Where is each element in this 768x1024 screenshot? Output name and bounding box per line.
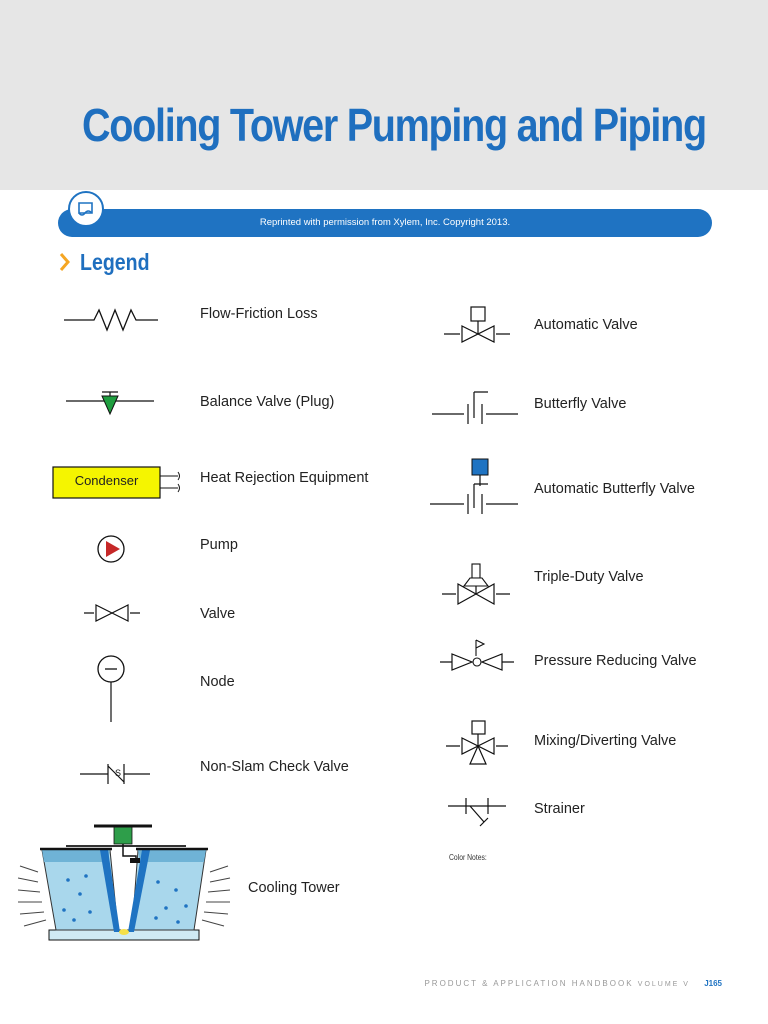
color-notes: Color Notes: [449, 853, 487, 862]
legend-label-check-valve: Non-Slam Check Valve [200, 759, 349, 775]
cooling-tower-icon [18, 820, 232, 944]
butterfly-valve-icon [432, 390, 520, 426]
legend-label-valve: Valve [200, 606, 236, 622]
legend-label-flow-friction-loss: Flow-Friction Loss [200, 306, 318, 322]
mixing-diverting-valve-icon [446, 720, 510, 768]
footer-handbook-title: PRODUCT & APPLICATION HANDBOOK [424, 979, 634, 988]
pressure-reducing-valve-icon [440, 636, 516, 674]
legend-label-mixing-diverting-valve: Mixing/Diverting Valve [534, 733, 677, 749]
condenser-icon: Condenser [52, 466, 184, 500]
legend-label-automatic-butterfly-valve: Automatic Butterfly Valve [534, 481, 695, 497]
copyright-banner: Reprinted with permission from Xylem, In… [58, 209, 712, 237]
page-header [0, 0, 768, 190]
legend-title: Legend [80, 249, 150, 275]
legend-label-triple-duty-valve: Triple-Duty Valve [534, 569, 644, 585]
legend-label-balance-valve: Balance Valve (Plug) [200, 394, 335, 410]
check-valve-letter: S [115, 768, 122, 778]
legend-label-strainer: Strainer [534, 801, 585, 817]
chevron-right-icon [59, 253, 70, 271]
automatic-butterfly-valve-icon [430, 456, 520, 516]
legend-label-node: Node [200, 674, 235, 690]
copyright-text: Reprinted with permission from Xylem, In… [259, 217, 511, 228]
strainer-icon [448, 796, 508, 830]
valve-icon [84, 603, 140, 623]
legend-label-butterfly-valve: Butterfly Valve [534, 396, 627, 412]
node-icon [96, 654, 128, 724]
automatic-valve-icon [444, 306, 512, 346]
legend-label-heat-rejection: Heat Rejection Equipment [200, 470, 369, 486]
handbook-badge-icon [68, 191, 104, 227]
footer-volume: VOLUME V [637, 981, 690, 988]
pump-icon [96, 534, 126, 564]
page-footer: PRODUCT & APPLICATION HANDBOOK VOLUME V … [424, 979, 722, 988]
flow-friction-loss-icon [64, 306, 160, 334]
triple-duty-valve-icon [442, 562, 512, 608]
legend-label-pump: Pump [200, 537, 238, 553]
page-title: Cooling Tower Pumping and Piping [82, 99, 707, 151]
balance-valve-icon [66, 390, 156, 416]
legend-label-cooling-tower: Cooling Tower [248, 880, 340, 896]
footer-page-number: J165 [704, 979, 722, 988]
condenser-label: Condenser [74, 473, 139, 488]
legend-label-automatic-valve: Automatic Valve [534, 317, 638, 333]
legend-label-pressure-reducing-valve: Pressure Reducing Valve [534, 653, 697, 669]
check-valve-icon: S [80, 760, 152, 786]
